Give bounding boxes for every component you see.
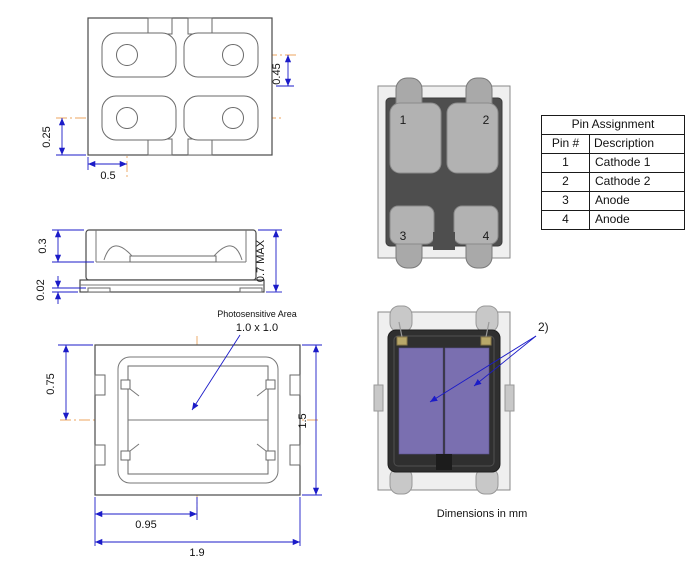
callout-arrow	[191, 334, 241, 411]
bottom-view-drawing: Photosensitive Area 1.0 x 1.0 0.75 1.5 0…	[45, 309, 322, 559]
dimension-0-75: 0.75	[45, 344, 93, 420]
callout-arrow	[429, 335, 537, 403]
pad-upper-left	[101, 17, 177, 78]
pin-table-row-3: 3 Anode	[542, 192, 684, 211]
pin-table-row-1: 1 Cathode 1	[542, 154, 684, 173]
dimension-0-02: 0.02	[35, 276, 86, 304]
pin-number-4: 4	[483, 229, 490, 243]
anode-pad-3	[389, 205, 435, 245]
pin-number-3: 3	[400, 229, 407, 243]
callout-arrow	[473, 335, 537, 387]
dim-label-1-9: 1.9	[189, 547, 204, 559]
pin-number-2: 2	[483, 113, 490, 127]
pin-number: 4	[542, 211, 590, 229]
bond-pad-gold	[396, 336, 408, 346]
dim-label-0-25: 0.25	[41, 126, 53, 147]
cathode-pad-2	[446, 102, 499, 174]
pad-lower-left	[101, 95, 177, 156]
pin-table-row-2: 2 Cathode 2	[542, 173, 684, 192]
pin-table-title: Pin Assignment	[542, 116, 684, 135]
photosensitive-area-label: Photosensitive Area	[217, 309, 297, 319]
pin-table-header-desc: Description	[594, 136, 655, 150]
photodiode-die-left	[398, 347, 444, 455]
dim-label-0-02: 0.02	[35, 279, 47, 300]
top-view-drawing: 0.45 0.25 0.5	[41, 17, 296, 182]
photosensitive-area-size: 1.0 x 1.0	[236, 322, 278, 334]
dimension-0-25: 0.25	[41, 118, 86, 156]
pin-table-header-pin: Pin #	[542, 135, 590, 153]
pin-table-row-4: 4 Anode	[542, 211, 684, 229]
dimension-0-95: 0.95	[94, 497, 198, 546]
bond-pad-gold	[480, 336, 492, 346]
side-view-drawing: 0.3 0.02 0.7 MAX	[35, 229, 282, 304]
bond-wire-left	[103, 245, 133, 261]
pin-number: 3	[542, 192, 590, 210]
dimension-0-45: 0.45	[271, 55, 294, 87]
pin-description: Cathode 1	[595, 155, 651, 169]
dim-label-0-75: 0.75	[45, 373, 57, 394]
pin-description: Anode	[595, 212, 630, 226]
pin-table-header-row: Pin # Description	[542, 135, 684, 154]
dimension-0-3: 0.3	[37, 229, 94, 263]
package-legs	[373, 305, 515, 495]
index-notch	[433, 232, 455, 250]
dimension-0-5: 0.5	[87, 157, 127, 182]
dimension-1-5: 1.5	[297, 344, 322, 496]
side-base	[79, 279, 265, 293]
dim-label-1-5: 1.5	[297, 413, 309, 428]
bond-wire	[485, 321, 490, 338]
bottom-pad	[87, 287, 111, 293]
photosensitive-area-callout: Photosensitive Area 1.0 x 1.0	[191, 309, 297, 411]
photodiode-die-right	[444, 347, 490, 455]
dim-label-0-5: 0.5	[100, 170, 115, 182]
pin-number: 1	[542, 154, 590, 172]
package-render-sensor: 2)	[373, 305, 549, 495]
package-render-top: 1 2 3 4	[377, 77, 511, 269]
dim-label-0-45: 0.45	[271, 63, 283, 84]
bond-wire	[398, 321, 403, 338]
pad-lower-right	[183, 95, 259, 156]
die-side	[129, 255, 217, 263]
cathode-pad-1	[389, 102, 442, 174]
dim-label-0-3: 0.3	[37, 238, 49, 253]
bond-wire-right	[213, 245, 243, 261]
side-body	[85, 229, 257, 281]
anode-pad-4	[453, 205, 499, 245]
pin-assignment-table: Pin Assignment Pin # Description 1 Catho…	[541, 115, 685, 230]
pin-description: Cathode 2	[595, 174, 651, 188]
dim-label-0-7-max: 0.7 MAX	[255, 239, 267, 282]
pad-upper-right	[183, 17, 259, 78]
pin-number-1: 1	[400, 113, 407, 127]
dim-label-0-95: 0.95	[135, 519, 156, 531]
pin-number: 2	[542, 173, 590, 191]
bottom-pad	[239, 287, 263, 293]
callout-label-2: 2)	[538, 320, 549, 334]
dimensions-note: Dimensions in mm	[436, 508, 528, 520]
pin-description: Anode	[595, 193, 630, 207]
cavity-notch	[436, 454, 452, 470]
dimension-0-7-max: 0.7 MAX	[255, 229, 282, 293]
bond-pads	[120, 379, 276, 461]
dimension-1-9: 1.9	[95, 497, 301, 559]
cavity-rim	[117, 356, 279, 484]
